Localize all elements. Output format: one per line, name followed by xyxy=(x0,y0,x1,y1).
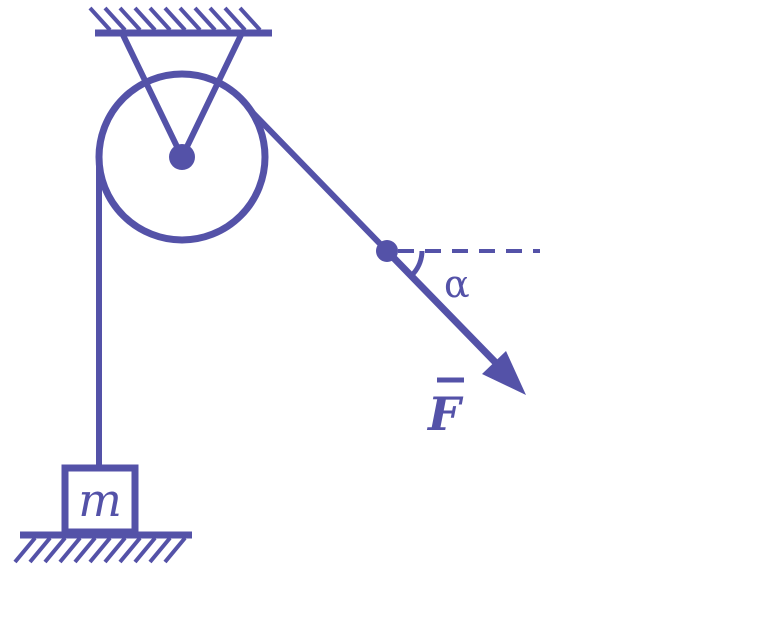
ceiling-hatching xyxy=(88,6,262,32)
rope-inclined xyxy=(249,109,390,254)
ground-hatching xyxy=(13,536,187,564)
force-label-group: F xyxy=(426,377,464,441)
angle-label: α xyxy=(444,262,470,306)
force-label: F xyxy=(426,387,464,441)
force-arrowhead xyxy=(482,351,526,395)
force-arrow-shaft xyxy=(384,248,500,367)
application-point xyxy=(376,240,398,262)
mass-label: m xyxy=(78,473,122,527)
pulley-axle xyxy=(169,144,195,170)
angle-arc xyxy=(409,250,425,278)
ground xyxy=(13,531,192,564)
ceiling xyxy=(88,6,272,37)
pulley-bracket xyxy=(120,33,244,164)
